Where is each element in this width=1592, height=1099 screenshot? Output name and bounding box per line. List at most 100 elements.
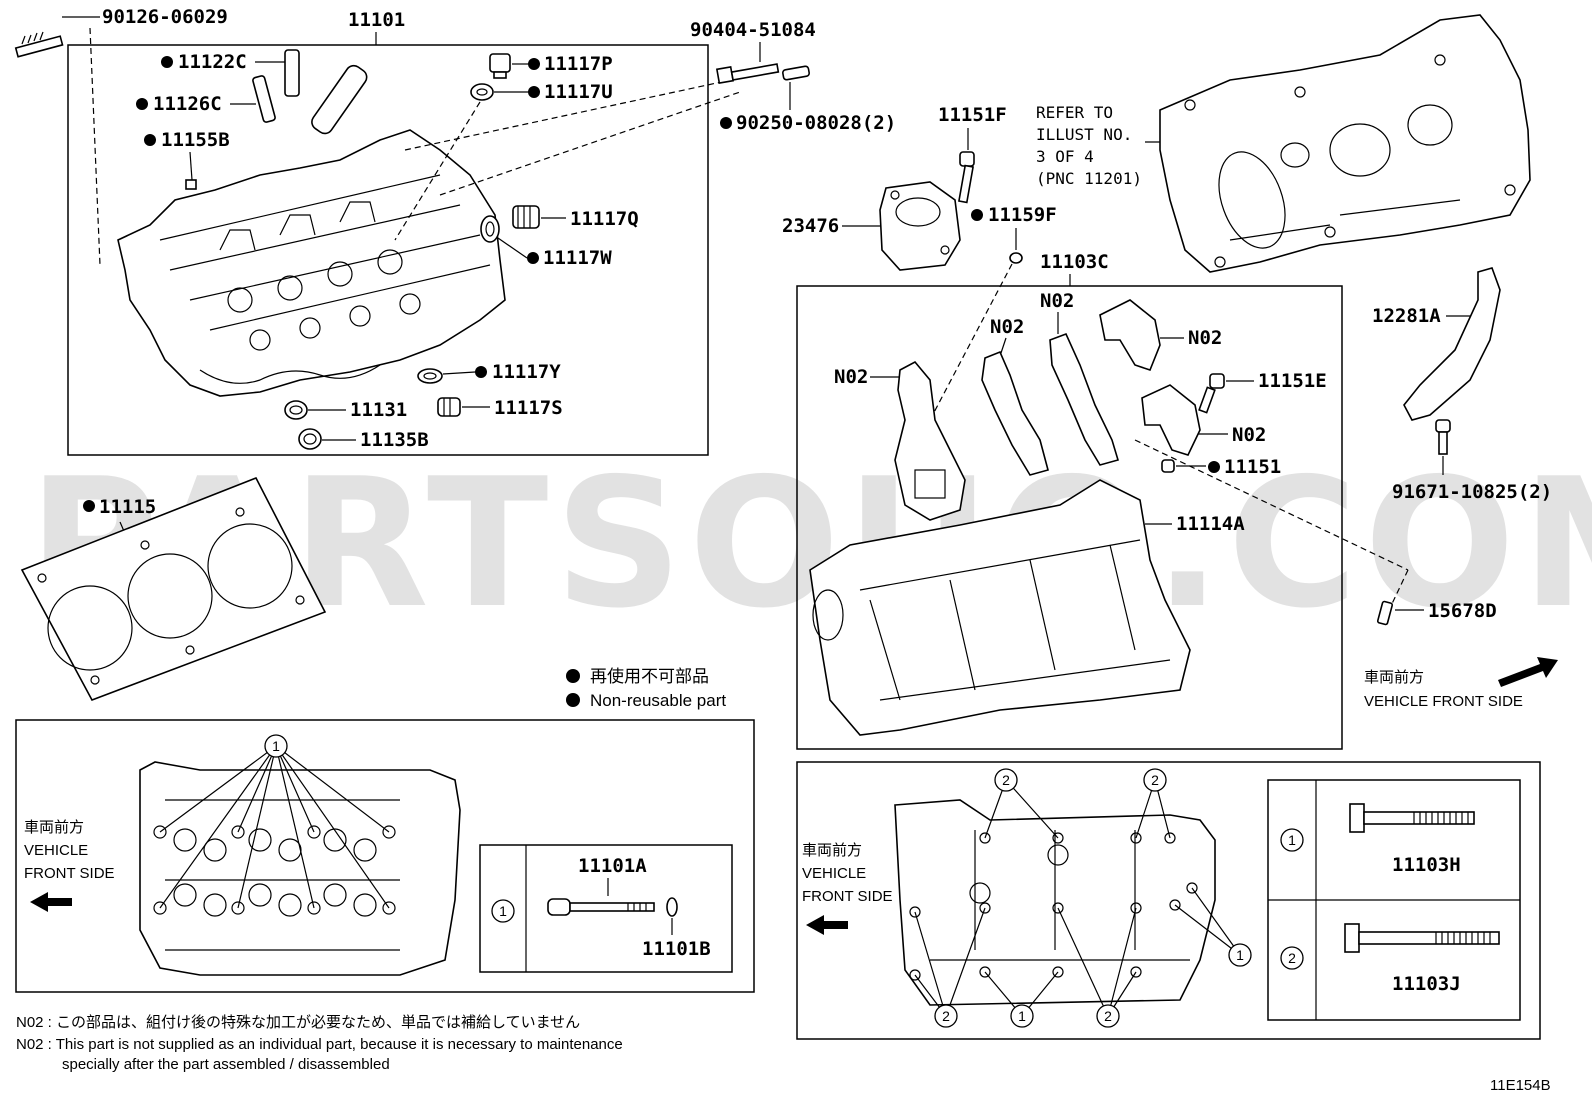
lower-housing[interactable] xyxy=(809,479,1191,736)
cylinder-head-box xyxy=(67,44,709,456)
label-11103H[interactable]: 11103H xyxy=(1392,854,1461,876)
guide-12281A[interactable] xyxy=(1403,267,1501,421)
plug-11117P[interactable] xyxy=(489,53,511,79)
label-11101[interactable]: 11101 xyxy=(348,9,405,31)
callout-2-table2-text: 2 xyxy=(1288,950,1296,966)
callout-1-table2[interactable] xyxy=(1280,828,1304,852)
label-11131[interactable]: 11131 xyxy=(350,399,407,421)
stud-90126[interactable] xyxy=(14,31,64,58)
callout-1-head[interactable] xyxy=(264,734,288,758)
bearing-cap-n02-2[interactable] xyxy=(981,350,1049,476)
bolt-91671[interactable] xyxy=(1435,419,1451,455)
label-n02-3[interactable]: N02 xyxy=(1040,290,1074,312)
tube-11101[interactable] xyxy=(309,63,370,137)
label-11122C[interactable]: 11122C xyxy=(178,51,247,73)
pin-15678D[interactable] xyxy=(1376,600,1394,626)
washer-11117U[interactable] xyxy=(470,83,494,101)
label-11155B[interactable]: 11155B xyxy=(161,129,230,151)
label-11101A[interactable]: 11101A xyxy=(578,855,647,877)
legend-jp: 再使用不可部品 xyxy=(590,666,709,686)
label-11103J[interactable]: 11103J xyxy=(1392,973,1461,995)
ring-11159F[interactable] xyxy=(1009,252,1023,264)
label-11115[interactable]: 11115 xyxy=(99,496,156,518)
refer-line-2: ILLUST NO. xyxy=(1036,125,1132,144)
bearing-cap-n02-1[interactable] xyxy=(894,360,966,521)
arrow-left-icon xyxy=(30,892,72,912)
label-90250[interactable]: 90250-08028(2) xyxy=(736,112,896,134)
housing-bolt-box xyxy=(796,761,1541,1040)
callout-1-head-text: 1 xyxy=(272,738,280,754)
note-en-2: specially after the part assembled / dis… xyxy=(62,1056,390,1073)
label-11159F[interactable]: 11159F xyxy=(988,204,1057,226)
callout-2-b[interactable] xyxy=(1143,768,1167,792)
housing-bottom-view[interactable] xyxy=(894,799,1216,1006)
label-90126[interactable]: 90126-06029 xyxy=(102,6,228,28)
pin-11151[interactable] xyxy=(1161,459,1175,473)
callout-1-table2-text: 1 xyxy=(1288,832,1296,848)
legend-en: Non-reusable part xyxy=(590,691,726,710)
bolt-90404[interactable] xyxy=(715,63,810,85)
note-en-1: N02 : This part is not supplied as an in… xyxy=(16,1036,623,1053)
label-11103C[interactable]: 11103C xyxy=(1040,251,1109,273)
callout-1-e[interactable] xyxy=(1010,1004,1034,1028)
ring-11131[interactable] xyxy=(284,400,308,420)
washer-11117Y[interactable] xyxy=(417,368,443,384)
cylinder-head[interactable] xyxy=(117,129,506,397)
front-jp-2: 車両前方 xyxy=(1364,669,1424,686)
label-23476[interactable]: 23476 xyxy=(782,215,839,237)
label-11151E[interactable]: 11151E xyxy=(1258,370,1327,392)
label-11117U[interactable]: 11117U xyxy=(544,81,613,103)
bolt-11151E[interactable] xyxy=(1198,373,1225,414)
bolt-11101A[interactable] xyxy=(547,898,655,916)
head-gasket-11115[interactable] xyxy=(20,476,327,701)
callout-2-table2[interactable] xyxy=(1280,946,1304,970)
callout-1-c-text: 1 xyxy=(1236,947,1244,963)
label-11101B[interactable]: 11101B xyxy=(642,938,711,960)
label-91671[interactable]: 91671-10825(2) xyxy=(1392,481,1552,503)
label-90404[interactable]: 90404-51084 xyxy=(690,19,816,41)
diagram-code: 11E154B xyxy=(1490,1077,1551,1094)
bearing-cap-n02-3[interactable] xyxy=(1049,332,1120,466)
housing-23476[interactable] xyxy=(879,181,961,271)
pin-11122C[interactable] xyxy=(284,49,300,97)
timing-cover[interactable] xyxy=(1159,14,1531,273)
label-11114A[interactable]: 11114A xyxy=(1176,513,1245,535)
label-11117Y[interactable]: 11117Y xyxy=(492,361,561,383)
plug-11117S[interactable] xyxy=(437,397,461,417)
label-11151F[interactable]: 11151F xyxy=(938,104,1007,126)
plug-11117Q[interactable] xyxy=(512,205,540,229)
label-11151[interactable]: 11151 xyxy=(1224,456,1281,478)
label-n02-4[interactable]: N02 xyxy=(1188,327,1222,349)
label-n02-2[interactable]: N02 xyxy=(990,316,1024,338)
label-11117S[interactable]: 11117S xyxy=(494,397,563,419)
callout-2-a[interactable] xyxy=(994,768,1018,792)
label-11117P[interactable]: 11117P xyxy=(544,53,613,75)
front-en-2: VEHICLE FRONT SIDE xyxy=(1364,693,1523,710)
label-12281A[interactable]: 12281A xyxy=(1372,305,1441,327)
callout-2-d[interactable] xyxy=(934,1004,958,1028)
head-top-view[interactable] xyxy=(139,761,461,976)
refer-line-3: 3 OF 4 xyxy=(1036,147,1094,166)
bearing-cap-n02-5[interactable] xyxy=(1141,384,1201,456)
bolt-11103H[interactable] xyxy=(1349,803,1475,833)
label-11126C[interactable]: 11126C xyxy=(153,93,222,115)
bolt-11151F[interactable] xyxy=(958,151,975,204)
label-n02-1[interactable]: N02 xyxy=(834,366,868,388)
label-n02-5[interactable]: N02 xyxy=(1232,424,1266,446)
label-15678D[interactable]: 15678D xyxy=(1428,600,1497,622)
callout-2-b-text: 2 xyxy=(1151,772,1159,788)
bearing-cap-n02-4[interactable] xyxy=(1099,299,1161,371)
callout-2-f[interactable] xyxy=(1096,1004,1120,1028)
label-11117W[interactable]: 11117W xyxy=(543,247,612,269)
label-11117Q[interactable]: 11117Q xyxy=(570,208,639,230)
pin-11126C[interactable] xyxy=(252,75,276,123)
label-11135B[interactable]: 11135B xyxy=(360,429,429,451)
bolt-11103J[interactable] xyxy=(1344,923,1500,953)
ring-11135B[interactable] xyxy=(298,428,322,450)
refer-line-1: REFER TO xyxy=(1036,103,1113,122)
washer-11101B[interactable] xyxy=(666,897,678,917)
washer-11117W[interactable] xyxy=(480,215,500,243)
callout-1-table[interactable] xyxy=(491,899,515,923)
callout-1-c[interactable] xyxy=(1228,943,1252,967)
